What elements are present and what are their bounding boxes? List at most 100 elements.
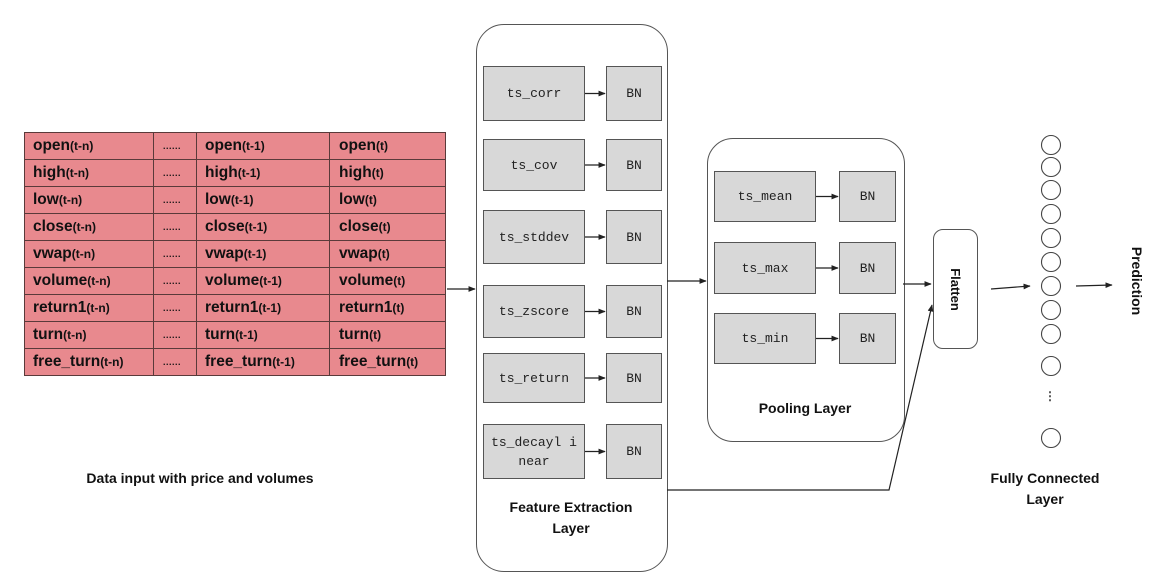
neuron-node bbox=[1040, 427, 1062, 449]
fc-caption-line1: Fully Connected bbox=[990, 470, 1100, 486]
table-row: open(t-n)......open(t-1)open(t) bbox=[24, 132, 446, 160]
table-cell: volume(t) bbox=[329, 267, 446, 295]
cell-time-index: (t-n) bbox=[100, 355, 124, 369]
cell-time-index: (t) bbox=[377, 247, 390, 261]
batchnorm-box: BN bbox=[839, 313, 896, 364]
table-row: close(t-n)......close(t-1)close(t) bbox=[24, 213, 446, 241]
cell-variable: free_turn bbox=[33, 353, 101, 370]
table-cell: ...... bbox=[153, 159, 197, 187]
table-cell: low(t-n) bbox=[24, 186, 154, 214]
cell-variable: high bbox=[33, 164, 66, 181]
batchnorm-box: BN bbox=[839, 171, 896, 222]
table-cell: ...... bbox=[153, 348, 197, 376]
table-cell: volume(t-n) bbox=[24, 267, 154, 295]
flatten-to-fc-arrow bbox=[990, 283, 1031, 290]
batchnorm-box: BN bbox=[606, 285, 662, 338]
neuron-node bbox=[1040, 323, 1062, 345]
table-cell: open(t-1) bbox=[196, 132, 330, 160]
batchnorm-box: BN bbox=[606, 353, 662, 403]
cell-variable: high bbox=[339, 164, 372, 181]
cell-variable: close bbox=[205, 218, 245, 235]
pooling-op-box: ts_min bbox=[714, 313, 816, 364]
table-cell: low(t) bbox=[329, 186, 446, 214]
fc-to-prediction-arrow bbox=[1075, 282, 1113, 289]
cell-time-index: (t-1) bbox=[258, 301, 282, 315]
cell-variable: ...... bbox=[163, 195, 182, 205]
neuron-node bbox=[1040, 299, 1062, 321]
cell-time-index: (t) bbox=[378, 220, 391, 234]
cell-variable: vwap bbox=[205, 245, 244, 262]
cell-time-index: (t-n) bbox=[70, 139, 94, 153]
cell-time-index: (t-1) bbox=[244, 220, 268, 234]
cell-time-index: (t-n) bbox=[72, 220, 96, 234]
cell-time-index: (t) bbox=[371, 166, 384, 180]
cell-variable: low bbox=[205, 191, 231, 208]
flatten-label: Flatten bbox=[948, 267, 963, 311]
cell-variable: ...... bbox=[163, 168, 182, 178]
flatten-box: Flatten bbox=[933, 229, 978, 349]
table-cell: free_turn(t) bbox=[329, 348, 446, 376]
table-cell: ...... bbox=[153, 186, 197, 214]
pooling-op-box: ts_mean bbox=[714, 171, 816, 222]
neuron-node bbox=[1040, 203, 1062, 225]
table-cell: turn(t-1) bbox=[196, 321, 330, 349]
neuron-node bbox=[1040, 134, 1062, 156]
table-cell: volume(t-1) bbox=[196, 267, 330, 295]
neuron-node bbox=[1040, 179, 1062, 201]
table-cell: vwap(t-1) bbox=[196, 240, 330, 268]
feature-op-box: ts_stddev bbox=[483, 210, 585, 264]
neuron-node bbox=[1040, 355, 1062, 377]
table-cell: turn(t-n) bbox=[24, 321, 154, 349]
table-cell: open(t-n) bbox=[24, 132, 154, 160]
pooling-caption: Pooling Layer bbox=[758, 400, 852, 416]
neuron-node bbox=[1040, 275, 1062, 297]
cell-time-index: (t-n) bbox=[58, 193, 83, 207]
batchnorm-box: BN bbox=[606, 66, 662, 121]
fully-connected-caption: Fully Connected Layer bbox=[970, 468, 1120, 510]
table-cell: ...... bbox=[153, 321, 197, 349]
cell-time-index: (t-1) bbox=[235, 328, 258, 342]
table-cell: close(t) bbox=[329, 213, 446, 241]
cell-variable: volume bbox=[339, 272, 394, 289]
cell-variable: free_turn bbox=[339, 353, 407, 370]
cell-time-index: (t) bbox=[392, 301, 405, 315]
cell-variable: ...... bbox=[163, 276, 182, 286]
table-cell: open(t) bbox=[329, 132, 446, 160]
cell-time-index: (t) bbox=[393, 274, 406, 288]
cell-variable: vwap bbox=[33, 245, 72, 262]
table-cell: high(t-n) bbox=[24, 159, 154, 187]
cell-time-index: (t-1) bbox=[243, 247, 267, 261]
cell-variable: ...... bbox=[163, 357, 182, 367]
cell-time-index: (t-1) bbox=[259, 274, 282, 288]
cell-time-index: (t) bbox=[406, 355, 419, 369]
table-cell: ...... bbox=[153, 267, 197, 295]
prediction-output: Prediction bbox=[1112, 236, 1162, 326]
cell-time-index: (t) bbox=[376, 139, 389, 153]
cell-time-index: (t-n) bbox=[63, 328, 87, 342]
cell-time-index: (t) bbox=[364, 193, 377, 207]
table-cell: free_turn(t-n) bbox=[24, 348, 154, 376]
cell-time-index: (t-1) bbox=[230, 193, 254, 207]
table-cell: return1(t) bbox=[329, 294, 446, 322]
feature-op-box: ts_zscore bbox=[483, 285, 585, 338]
cell-time-index: (t-1) bbox=[237, 166, 261, 180]
feature-caption-line2: Layer bbox=[552, 520, 590, 536]
cell-variable: low bbox=[339, 191, 365, 208]
batchnorm-box: BN bbox=[606, 210, 662, 264]
cell-variable: ...... bbox=[163, 249, 182, 259]
prediction-label: Prediction bbox=[1129, 246, 1145, 316]
cell-variable: return1 bbox=[339, 299, 393, 316]
neuron-node bbox=[1040, 227, 1062, 249]
table-cell: ...... bbox=[153, 294, 197, 322]
table-cell: low(t-1) bbox=[196, 186, 330, 214]
cell-variable: low bbox=[33, 191, 59, 208]
cell-time-index: (t) bbox=[369, 328, 382, 342]
cell-variable: volume bbox=[33, 272, 88, 289]
cell-variable: open bbox=[339, 137, 377, 154]
cell-variable: turn bbox=[339, 326, 370, 343]
table-cell: vwap(t-n) bbox=[24, 240, 154, 268]
table-cell: high(t) bbox=[329, 159, 446, 187]
cell-variable: ...... bbox=[163, 330, 182, 340]
feature-op-box: ts_corr bbox=[483, 66, 585, 121]
table-cell: close(t-n) bbox=[24, 213, 154, 241]
